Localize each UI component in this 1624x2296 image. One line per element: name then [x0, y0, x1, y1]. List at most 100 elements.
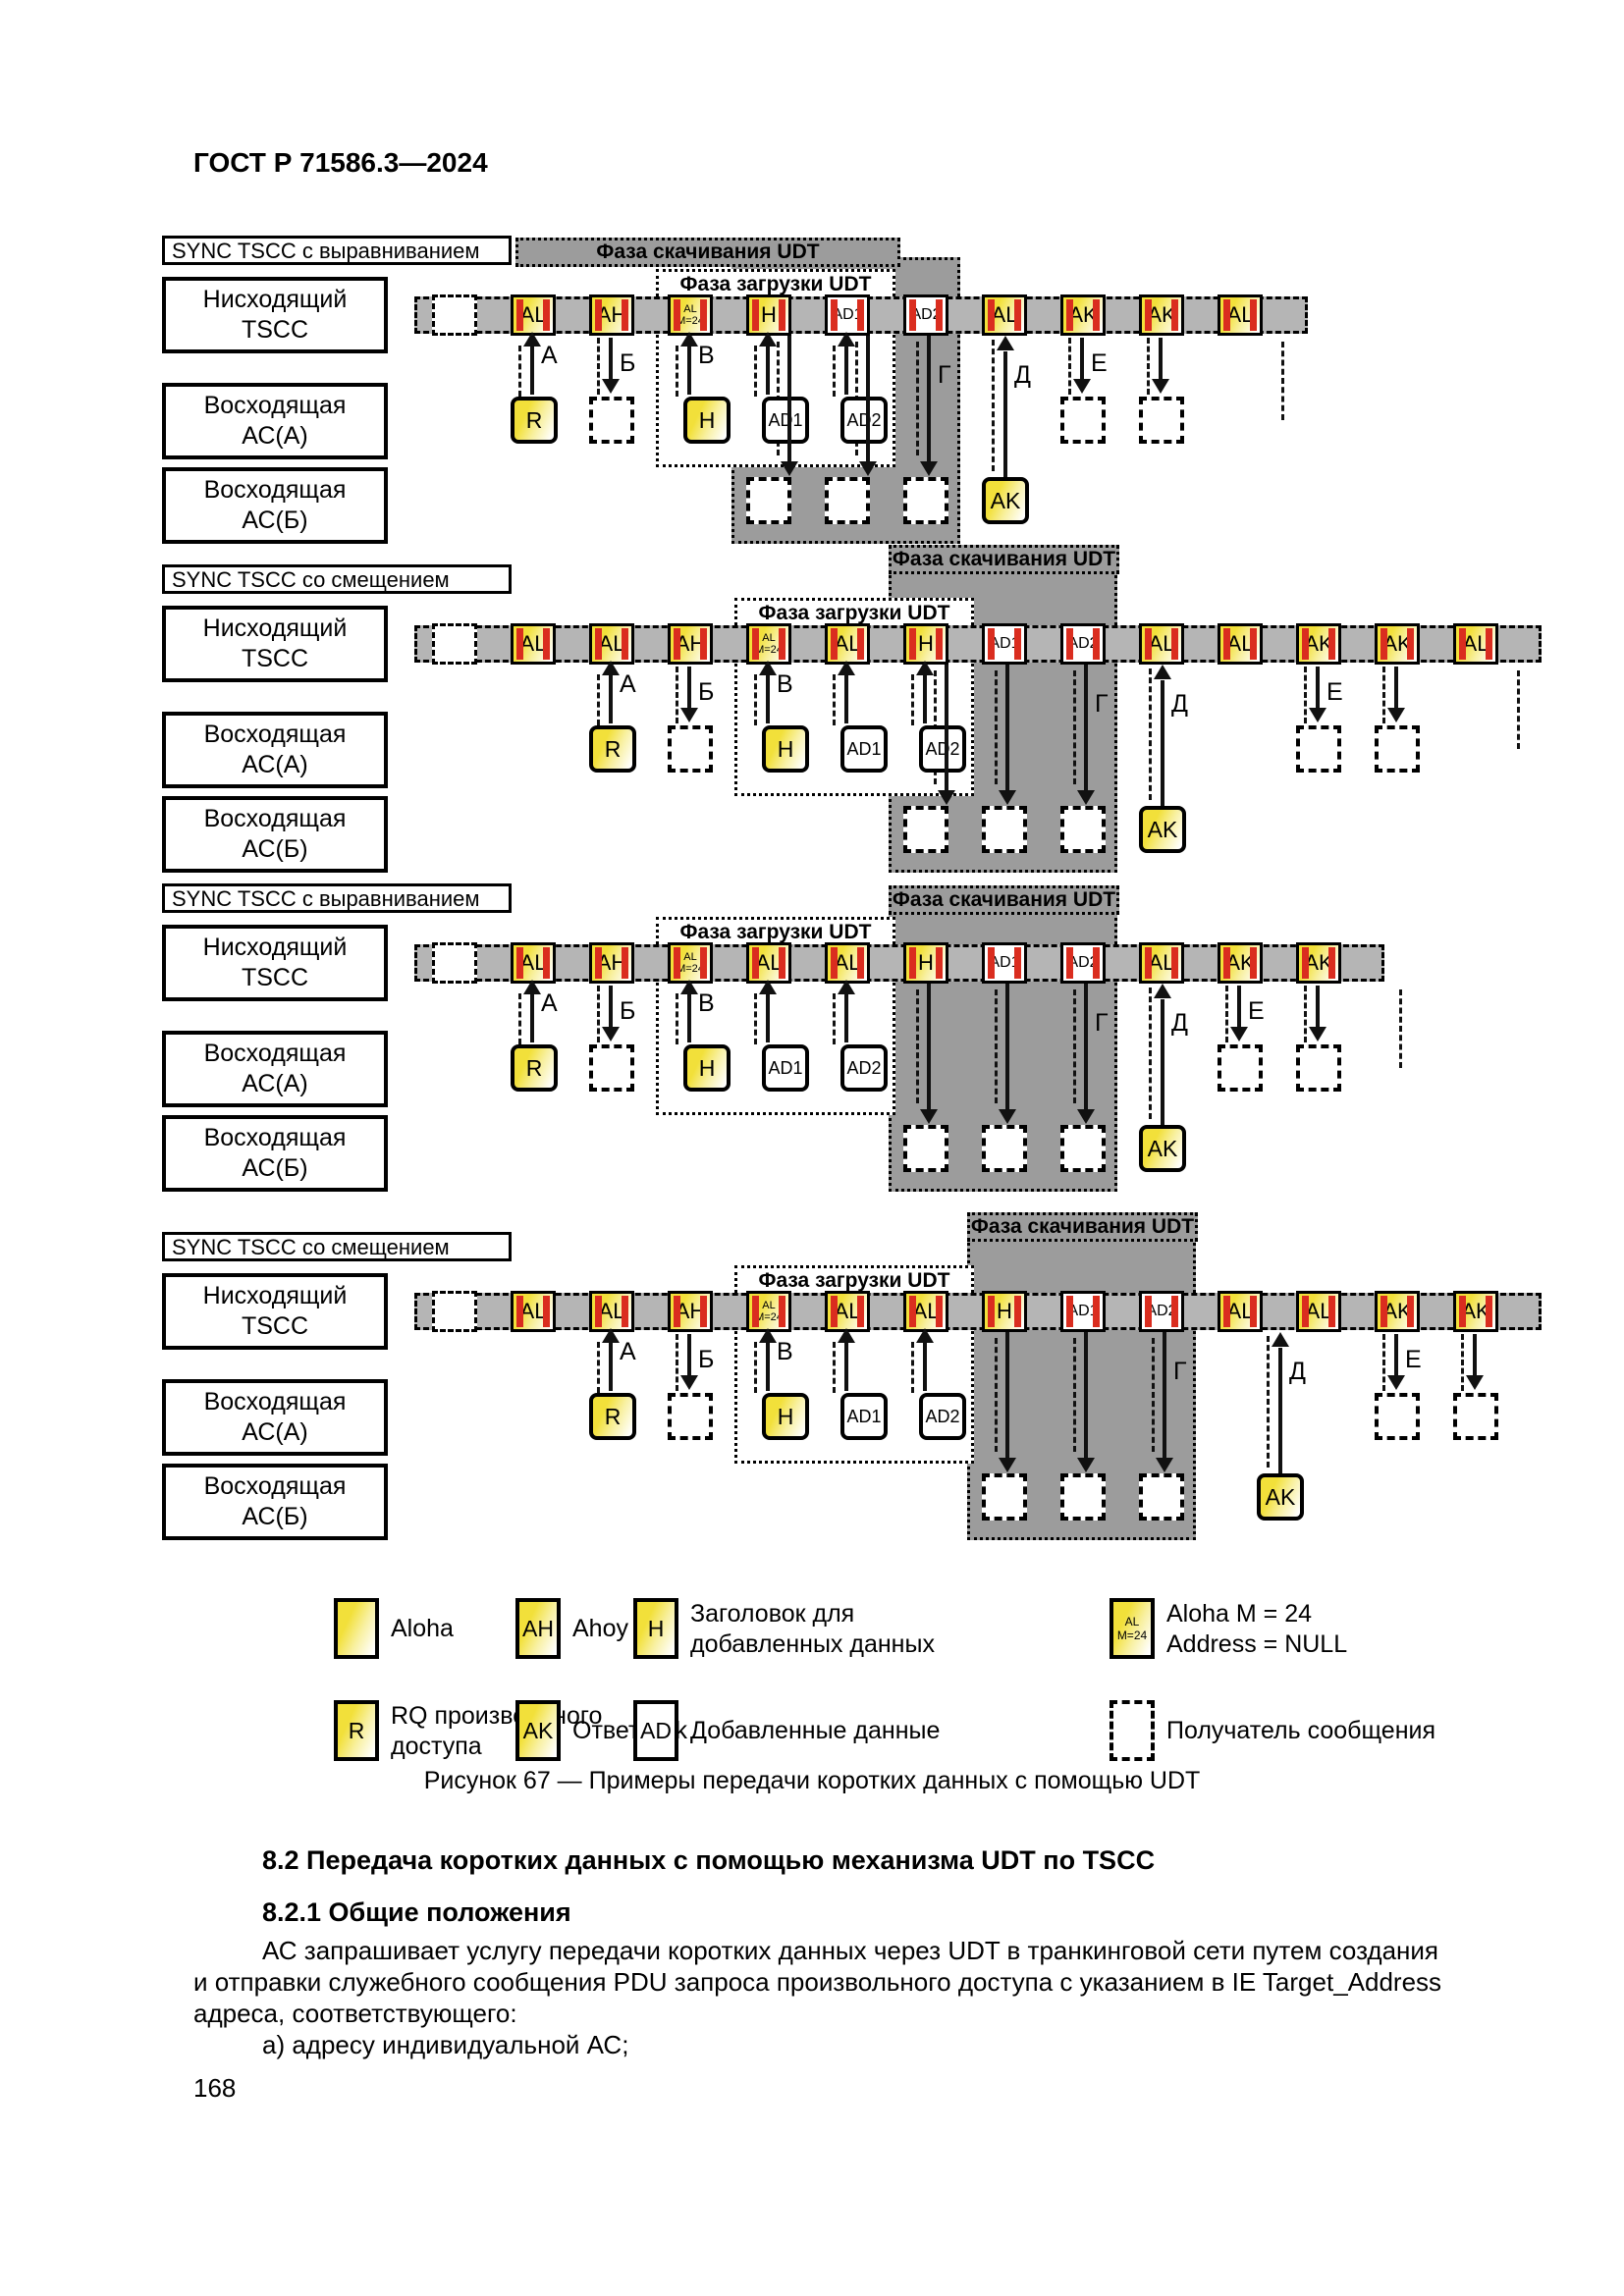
slot-AK: AK [1060, 294, 1106, 336]
arrow-up-head [759, 332, 777, 347]
arrow-down-Б-head [680, 1375, 698, 1390]
slot-AD2: AD2 [1060, 942, 1106, 984]
receiver-box [1296, 1044, 1341, 1092]
phase-upload-label: Фаза загрузки UDT [758, 1269, 950, 1292]
slot-AL: AL [589, 1291, 634, 1332]
phase-download-label: Фаза скачивания UDT [515, 238, 900, 267]
slot-red-bar [779, 1296, 785, 1327]
legend-label: Получатель сообщения [1166, 1716, 1435, 1746]
arrow-up-Д [1003, 351, 1007, 477]
legend-box-H: H [633, 1598, 678, 1659]
slot-red-bar [700, 1296, 707, 1327]
slot-red-bar [1328, 628, 1335, 660]
phase-upload-label: Фаза загрузки UDT [758, 602, 950, 624]
arrow-guide [676, 346, 678, 397]
arrow-up-Д [1161, 999, 1164, 1125]
slot-red-bar [857, 299, 864, 331]
uplink-box-H: H [683, 1044, 731, 1092]
slot-AH: AH [589, 942, 634, 984]
arrow-up [923, 1336, 927, 1391]
row-label-line: TSCC [241, 1312, 309, 1340]
slot-red-bar [1014, 947, 1021, 979]
slot-red-bar [595, 299, 602, 331]
slot-red-bar [1486, 1296, 1492, 1327]
arrow-guide [518, 993, 521, 1044]
uplink-box-R: R [511, 1044, 558, 1092]
uplink-box-AD1: AD1 [762, 1044, 809, 1092]
arrow-letter: Б [620, 349, 636, 377]
arrow-guide [1149, 988, 1152, 1119]
arrow-up-В-head [759, 661, 777, 675]
slot-red-bar [1093, 628, 1100, 660]
arrow-down-head [781, 461, 798, 476]
uplink-box-R: R [589, 1393, 636, 1440]
slot-AL: AL [825, 942, 870, 984]
phase-download-label: Фаза скачивания UDT [889, 545, 1119, 574]
arrow-guide [597, 1342, 600, 1393]
legend-box-receiver [1110, 1700, 1155, 1761]
arrow-up-Д-head [1272, 1332, 1289, 1347]
arrow-guide [754, 1342, 757, 1393]
slot-AL: AL [511, 1291, 556, 1332]
slot-AL: AL [1453, 623, 1498, 665]
arrow-guide [754, 674, 757, 725]
arrow-guide [995, 1338, 998, 1452]
arrow-up-Д [1278, 1348, 1282, 1473]
arrow-up-А-head [523, 980, 541, 994]
row-label-line: Восходящая [203, 721, 347, 748]
legend-box-AH: AH [515, 1598, 561, 1659]
slot-red-bar [779, 299, 785, 331]
slot-H: H [746, 294, 791, 336]
uplink-box-AD2: AD2 [840, 397, 888, 444]
arrow-up-В-head [680, 332, 698, 347]
arrow-down [1005, 665, 1009, 792]
arrow-letter: Е [1405, 1346, 1422, 1373]
arrow-guide [833, 1342, 836, 1393]
legend-label-line: Добавленные данные [690, 1717, 941, 1744]
slot-AL: AL [511, 942, 556, 984]
row-label-line: АС(Б) [242, 507, 308, 534]
receiver-box [1060, 1125, 1106, 1172]
slot-red-bar [1407, 1296, 1414, 1327]
tscc-strip [414, 625, 1542, 663]
arrow-up-head [916, 1328, 934, 1343]
arrow-up-В [766, 668, 770, 723]
slot-red-bar [909, 947, 916, 979]
uplink-box-AD1: AD1 [840, 1393, 888, 1440]
arrow-up [923, 668, 927, 723]
arrow-down-Г-head [1077, 790, 1095, 805]
slot-red-bar [1328, 947, 1335, 979]
slot-red-bar [516, 299, 523, 331]
receiver-box [1060, 397, 1106, 444]
slot-red-bar [700, 628, 707, 660]
slot-red-bar [1066, 947, 1073, 979]
legend-box-plain [334, 1598, 379, 1659]
sync-label: SYNC TSCC со смещением [162, 1232, 512, 1261]
uplink-box-AD2: AD2 [919, 725, 966, 773]
arrow-guide [518, 346, 521, 397]
arrow-down-head [999, 790, 1016, 805]
arrow-guide [676, 1334, 678, 1391]
slot-red-bar [1486, 628, 1492, 660]
arrow-down-Б [687, 667, 691, 710]
slot-red-bar [831, 628, 838, 660]
slot-AL: AL [1218, 1291, 1263, 1332]
receiver-box [746, 477, 791, 524]
arrow-letter: А [541, 989, 558, 1017]
slot-AD1: AD1 [1060, 1291, 1106, 1332]
arrow-down-head [938, 790, 955, 805]
slot-label-line: M=24 [677, 315, 704, 327]
arrow-letter: Д [1289, 1358, 1306, 1385]
receiver-box [982, 806, 1027, 853]
receiver-box [1375, 1393, 1420, 1440]
slot-AK: AK [1139, 294, 1184, 336]
arrow-guide [1382, 667, 1385, 723]
uplink-box-AD1: AD1 [840, 725, 888, 773]
arrow-guide [1147, 338, 1150, 395]
slot-red-bar [831, 947, 838, 979]
arrow-down [787, 336, 791, 463]
slot-red-bar [700, 947, 707, 979]
